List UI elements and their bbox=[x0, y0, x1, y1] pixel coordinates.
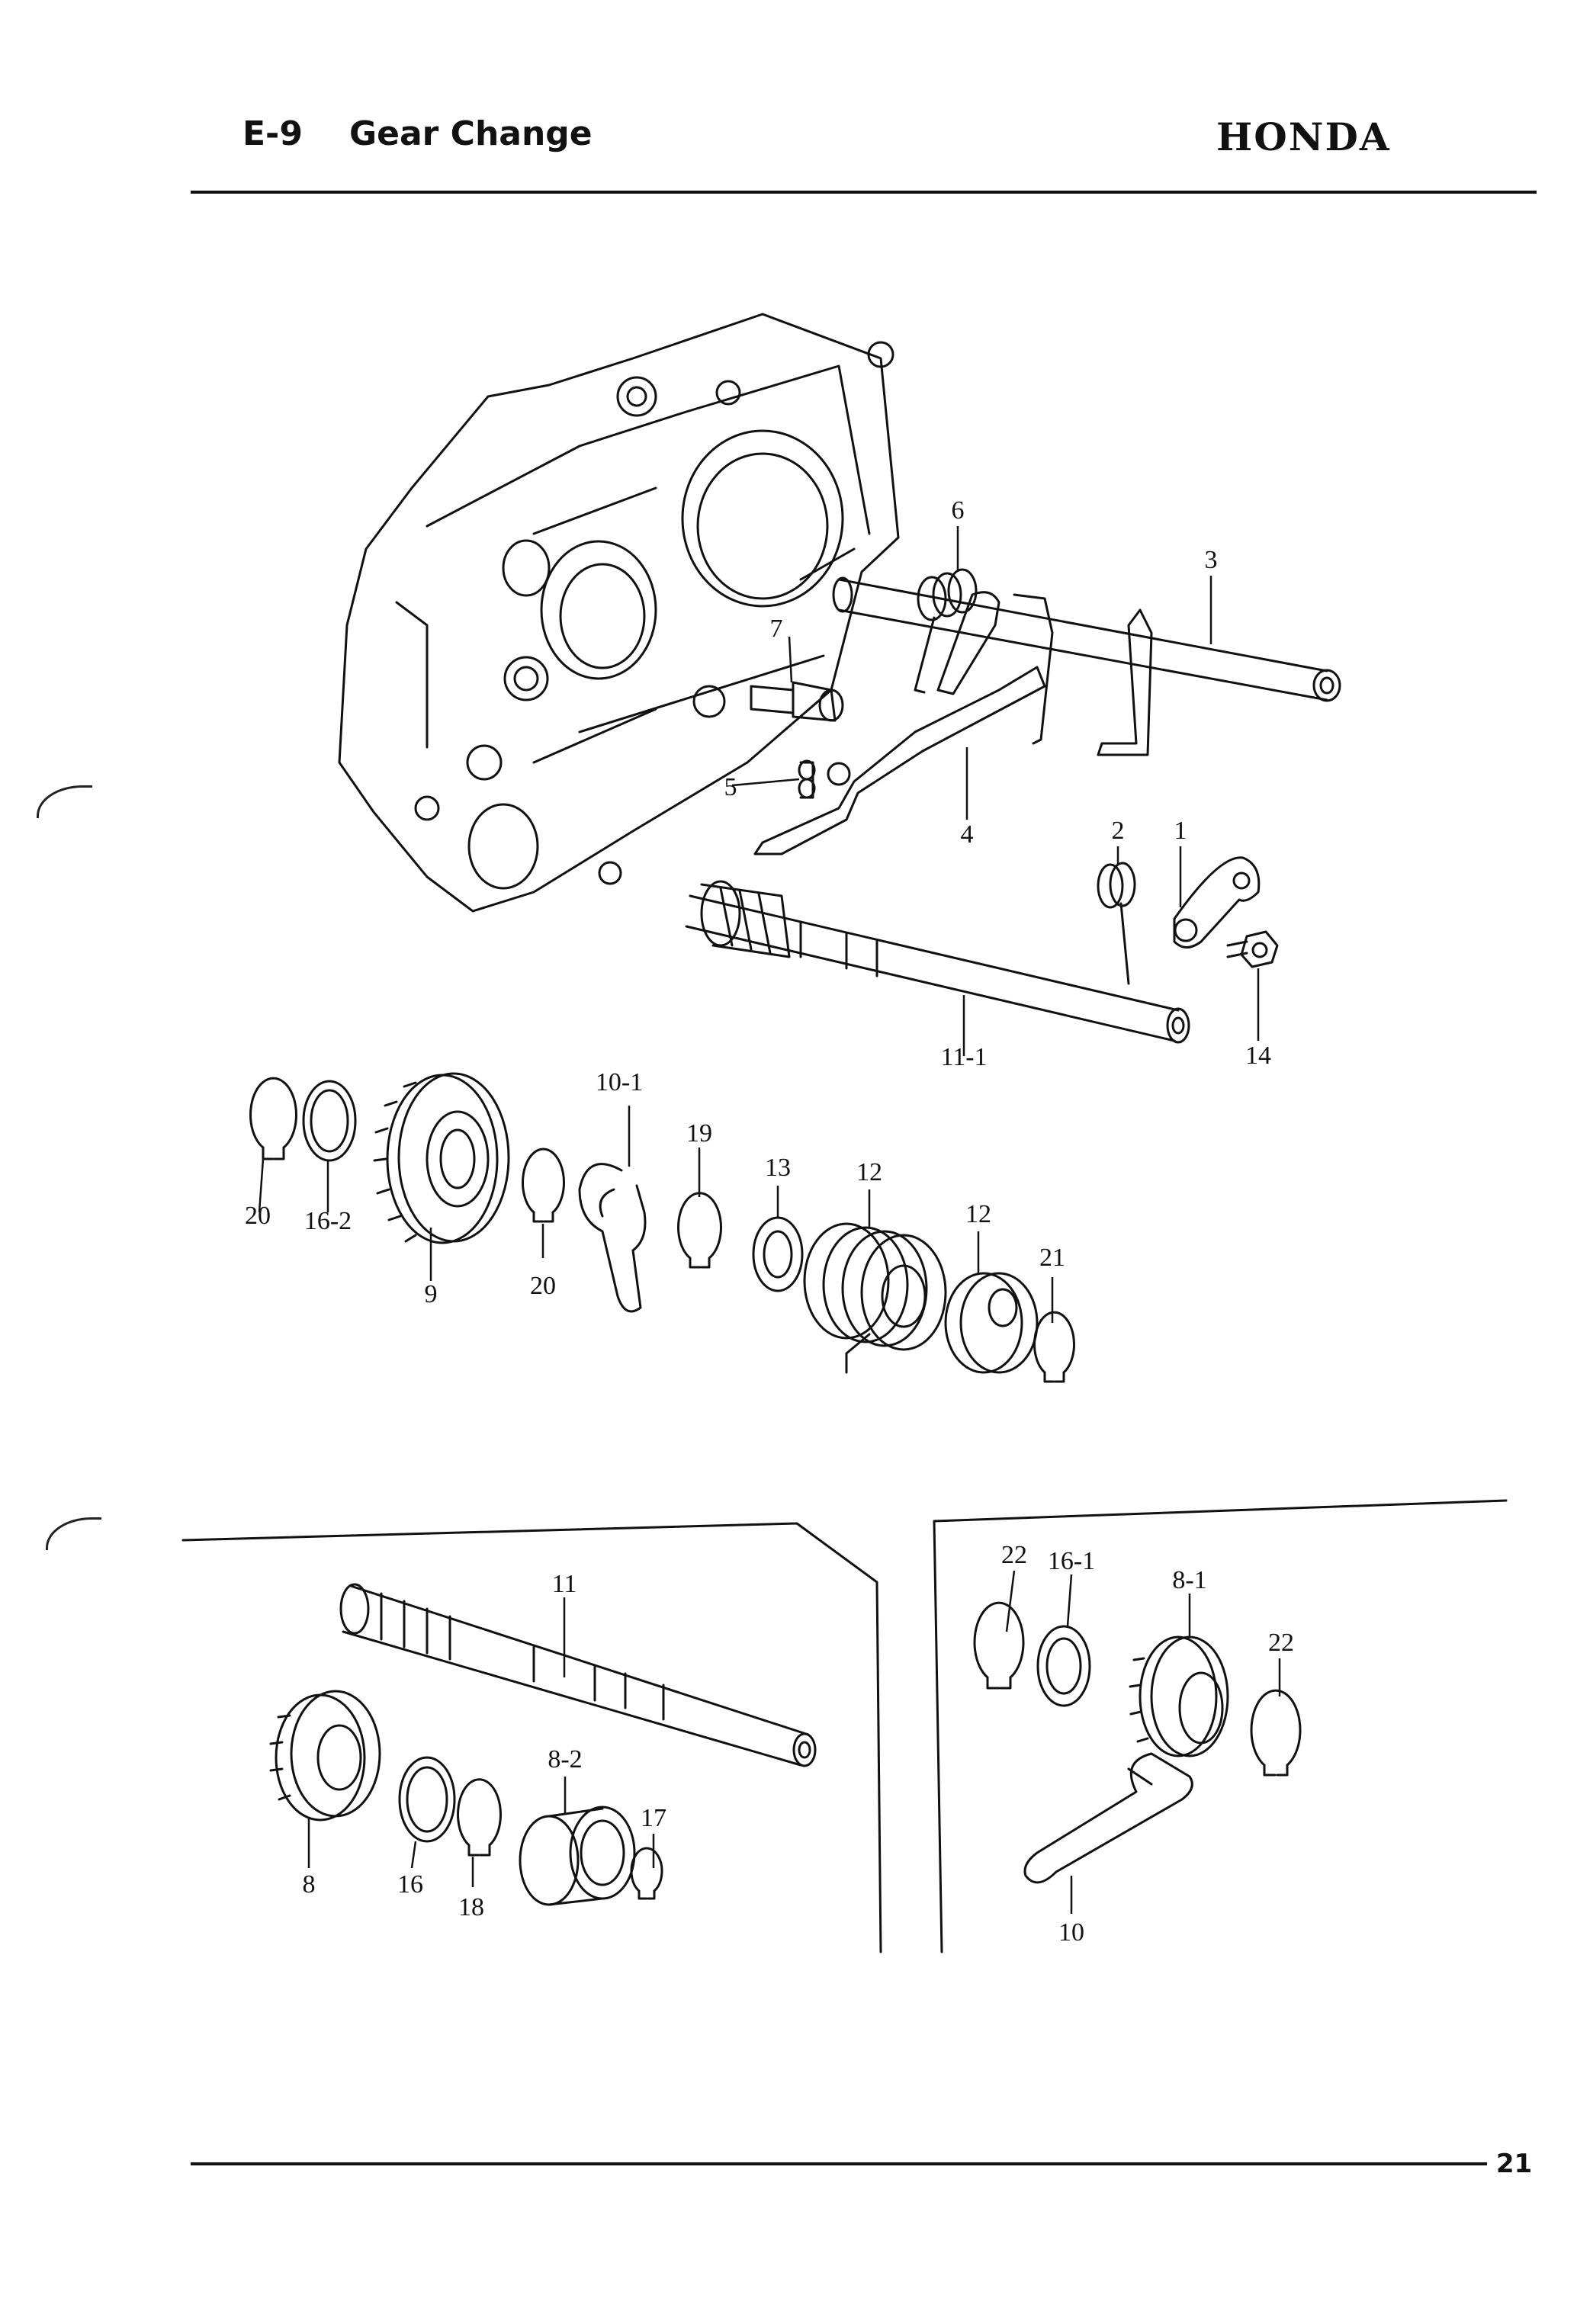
part-8-1-gear bbox=[1129, 1635, 1229, 1757]
callout-4: 4 bbox=[961, 820, 974, 849]
section-title: Gear Change bbox=[349, 114, 593, 153]
part-1-stopper bbox=[1173, 856, 1261, 949]
callout-16-1: 16-1 bbox=[1048, 1547, 1095, 1575]
callout-7: 7 bbox=[770, 615, 783, 643]
inset-box-right bbox=[933, 1499, 1508, 1953]
callout-10: 10 bbox=[1058, 1918, 1084, 1947]
page-number: 21 bbox=[1496, 2149, 1533, 2179]
callout-9: 8-2 bbox=[548, 1745, 582, 1773]
part-6-spring bbox=[914, 568, 978, 694]
part-17-circlip bbox=[630, 1847, 663, 1900]
callout-21: 21 bbox=[1039, 1244, 1065, 1272]
part-16-washer bbox=[398, 1756, 456, 1843]
callout-16-2: 16-2 bbox=[304, 1207, 352, 1235]
part-10-spring-plate bbox=[1023, 1752, 1193, 1884]
callout-10-1: 10-1 bbox=[596, 1068, 643, 1096]
part-22-circlip-left bbox=[973, 1601, 1025, 1690]
callout-13: 12 bbox=[856, 1158, 882, 1186]
section-code: E-9 bbox=[242, 114, 303, 153]
header-rule bbox=[191, 191, 1537, 194]
callout-20-left: 20 bbox=[245, 1202, 271, 1230]
part-8-gear bbox=[269, 1690, 381, 1822]
part-7-stud bbox=[750, 681, 844, 722]
leader-16-1 bbox=[1066, 1574, 1073, 1627]
part-11-countershaft bbox=[339, 1583, 817, 1767]
callout-19: 19 bbox=[686, 1119, 712, 1148]
leader-20a bbox=[258, 1158, 265, 1213]
part-15-washer bbox=[752, 1216, 804, 1292]
part-2-spring bbox=[1097, 862, 1136, 985]
callout-16: 16 bbox=[397, 1870, 423, 1899]
leader-16 bbox=[410, 1841, 417, 1869]
part-22-circlip-right bbox=[1250, 1689, 1302, 1777]
part-18-circlip bbox=[457, 1778, 502, 1857]
crankcase bbox=[338, 313, 900, 913]
honda-logo: HONDA bbox=[1216, 114, 1391, 159]
leader-7 bbox=[788, 636, 793, 683]
part-14-bolt bbox=[1226, 930, 1279, 968]
callout-11: 11 bbox=[552, 1570, 577, 1598]
callout-22-left: 22 bbox=[1001, 1541, 1027, 1569]
part-21-circlip bbox=[1033, 1311, 1075, 1383]
part-13-kick-spring bbox=[803, 1222, 947, 1374]
part-8-2-gear bbox=[373, 1072, 510, 1244]
part-20-circlip-middle bbox=[522, 1148, 565, 1223]
callout-6: 6 bbox=[952, 496, 965, 525]
part-16-2-washer bbox=[302, 1080, 357, 1162]
part-9-bush bbox=[519, 1806, 636, 1906]
footer-rule bbox=[191, 2162, 1487, 2165]
callout-11-1: 11-1 bbox=[940, 1043, 987, 1071]
part-19-circlip bbox=[677, 1192, 722, 1269]
callout-8-1: 8-1 bbox=[1172, 1566, 1206, 1594]
inset-box-left bbox=[181, 1522, 882, 1953]
callout-1: 1 bbox=[1174, 817, 1187, 845]
part-20-circlip-left bbox=[249, 1077, 297, 1160]
callout-14: 14 bbox=[1245, 1042, 1271, 1070]
part-3-shift-shaft bbox=[832, 576, 1341, 756]
callout-12: 12 bbox=[965, 1200, 991, 1228]
callout-18: 18 bbox=[458, 1893, 484, 1921]
callout-3: 3 bbox=[1205, 546, 1218, 574]
part-12-ratchet bbox=[944, 1272, 1039, 1374]
part-16-1-washer bbox=[1036, 1625, 1091, 1707]
part-4-shift-arm bbox=[753, 666, 1046, 855]
callout-15: 13 bbox=[765, 1154, 791, 1182]
callout-17: 17 bbox=[641, 1804, 666, 1832]
callout-5: 5 bbox=[724, 773, 737, 801]
part-11-1-kick-shaft bbox=[685, 880, 1190, 1044]
callout-8: 8 bbox=[303, 1870, 316, 1899]
part-5-pin bbox=[798, 759, 816, 799]
part-10-1-spring-plate bbox=[578, 1163, 647, 1313]
leader-5 bbox=[731, 778, 800, 787]
callout-8-2: 9 bbox=[425, 1280, 438, 1308]
callout-20-middle: 20 bbox=[530, 1272, 556, 1300]
callout-22-right: 22 bbox=[1268, 1629, 1294, 1657]
leader-22a bbox=[1005, 1570, 1016, 1632]
callout-2: 2 bbox=[1112, 817, 1125, 845]
